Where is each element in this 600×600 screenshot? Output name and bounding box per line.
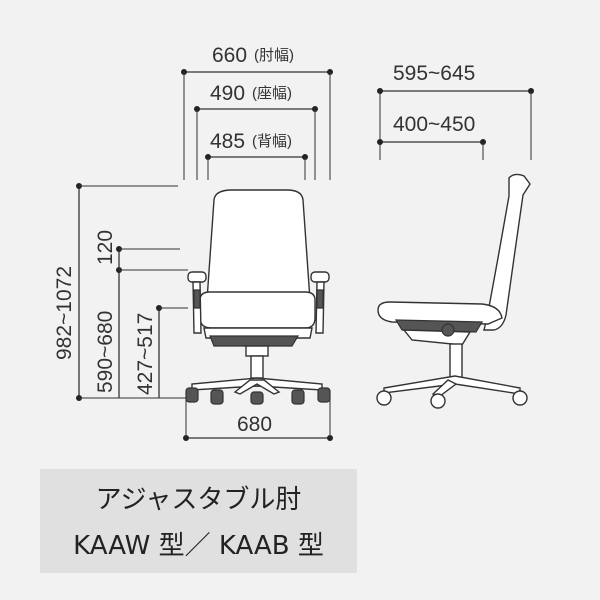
total-depth-value: 595~645 <box>393 62 475 85</box>
chair-side-view <box>376 173 531 409</box>
chair-front-view <box>185 189 331 405</box>
seat-depth-value: 400~450 <box>393 113 475 136</box>
arm-adjust-value: 120 <box>94 230 117 265</box>
armrest-width-value: 660 <box>212 44 247 67</box>
back-width-value: 485 <box>210 130 245 153</box>
height-dimensions: 982~1072 590~680 120 427~517 <box>53 183 190 401</box>
depth-dimensions: 595~645 400~450 <box>377 62 534 160</box>
caption-model-numbers: KAAW 型／ KAAB 型 <box>73 531 324 561</box>
caption-arm-type: アジャスタブル肘 <box>95 485 302 515</box>
width-dimensions: 660 (肘幅) 490 (座幅) 485 (背幅) <box>181 44 333 180</box>
seat-width-label: (座幅) <box>252 85 292 102</box>
base-width-value: 680 <box>237 413 272 436</box>
back-width-label: (背幅) <box>252 133 292 150</box>
seat-width-value: 490 <box>210 82 245 105</box>
seat-height-value: 427~517 <box>134 313 157 395</box>
arm-height-value: 590~680 <box>94 311 117 393</box>
base-width-dimension: 680 <box>183 400 333 441</box>
armrest-width-label: (肘幅) <box>254 47 294 64</box>
caption-box: アジャスタブル肘 KAAW 型／ KAAB 型 <box>40 469 357 573</box>
total-height-value: 982~1072 <box>53 266 76 360</box>
